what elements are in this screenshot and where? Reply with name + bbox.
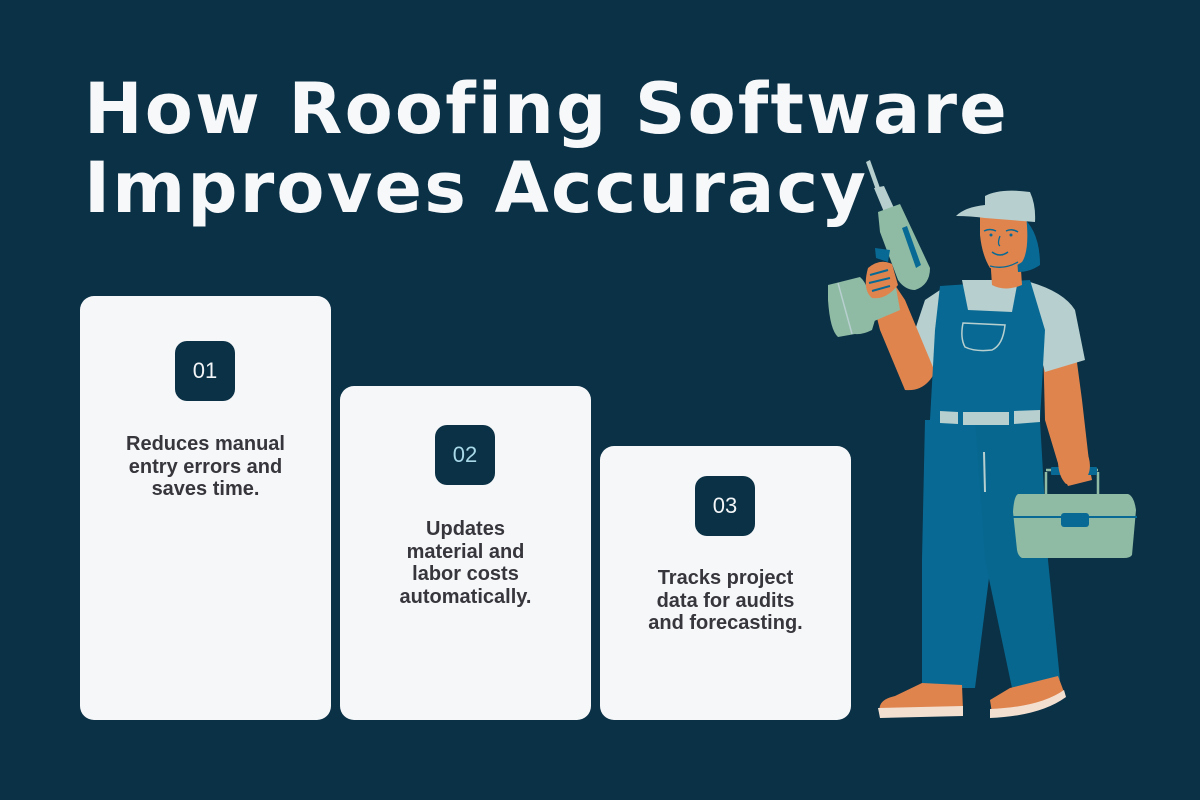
step-description: Tracks project data for audits and forec… bbox=[600, 567, 851, 635]
worker-illustration bbox=[828, 160, 1137, 718]
step-card-3: 03 Tracks project data for audits and fo… bbox=[600, 446, 851, 720]
step-text-line: entry errors and bbox=[128, 455, 283, 478]
title-line-1: How Roofing Software bbox=[84, 68, 1009, 150]
step-number-badge: 01 bbox=[175, 341, 235, 401]
cap-icon bbox=[956, 190, 1036, 222]
cordless-drill-icon bbox=[828, 160, 930, 337]
step-number-badge: 03 bbox=[695, 476, 755, 536]
toolbox-icon bbox=[1013, 467, 1137, 558]
step-number-badge: 02 bbox=[435, 425, 495, 485]
worker-head bbox=[956, 190, 1040, 289]
step-card-2: 02 Updates material and labor costs auto… bbox=[340, 386, 591, 720]
step-text-line: and forecasting. bbox=[648, 612, 803, 634]
step-text-line: Tracks project bbox=[657, 567, 794, 589]
step-text-line: Reduces manual bbox=[126, 433, 285, 455]
step-text-line: automatically. bbox=[399, 585, 532, 608]
step-text-line: data for audits bbox=[656, 589, 795, 612]
step-description: Updates material and labor costs automat… bbox=[340, 518, 591, 608]
step-text-line: saves time. bbox=[151, 478, 260, 500]
title-line-2: Improves Accuracy bbox=[84, 147, 869, 229]
page-title: How Roofing Software Improves Accuracy bbox=[84, 70, 1009, 228]
overalls bbox=[930, 280, 1045, 425]
step-text-line: material and bbox=[406, 540, 525, 563]
step-description: Reduces manual entry errors and saves ti… bbox=[80, 433, 331, 501]
shoes-icon bbox=[878, 676, 1066, 718]
step-text-line: labor costs bbox=[412, 563, 519, 585]
step-card-1: 01 Reduces manual entry errors and saves… bbox=[80, 296, 331, 720]
legs bbox=[922, 420, 1060, 688]
step-text-line: Updates bbox=[426, 518, 505, 540]
